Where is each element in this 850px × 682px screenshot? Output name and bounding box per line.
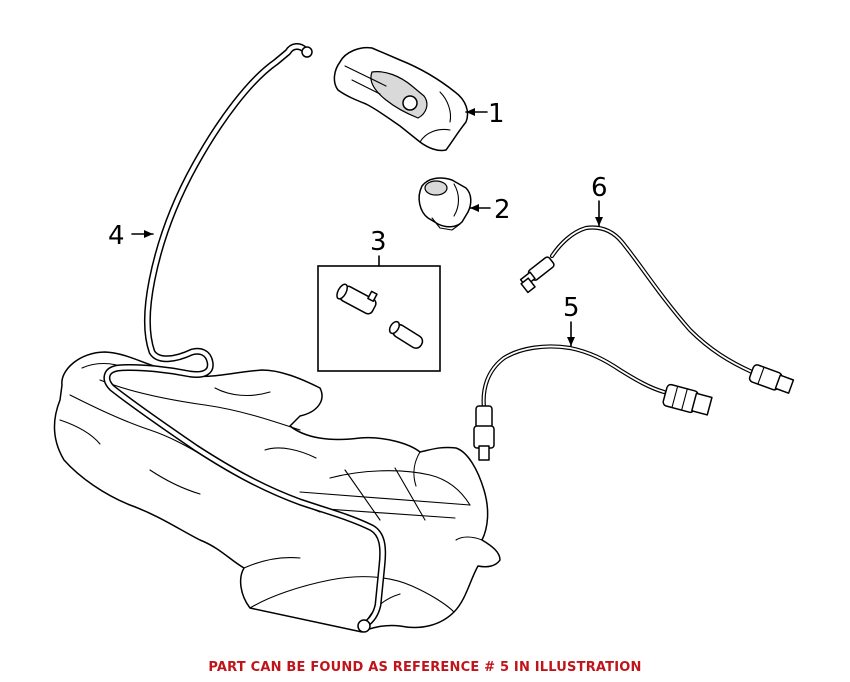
part-5-lower-oxygen-sensor xyxy=(473,344,713,461)
reference-note: PART CAN BE FOUND AS REFERENCE # 5 IN IL… xyxy=(208,660,642,675)
callout-numbers: 1 2 3 4 5 6 xyxy=(108,99,608,323)
part-2-valve xyxy=(418,177,472,231)
vent-line xyxy=(103,43,387,633)
callout-leaders xyxy=(131,108,603,347)
part-6-upper-oxygen-sensor xyxy=(519,225,795,394)
callout-2: 2 xyxy=(494,195,511,225)
callout-5: 5 xyxy=(563,293,580,323)
callout-4: 4 xyxy=(108,221,125,251)
part-3-kit-box xyxy=(317,265,441,372)
callout-3: 3 xyxy=(370,227,387,257)
callout-6: 6 xyxy=(591,173,608,203)
callout-1: 1 xyxy=(488,99,505,129)
part-1-bracket xyxy=(333,46,469,152)
